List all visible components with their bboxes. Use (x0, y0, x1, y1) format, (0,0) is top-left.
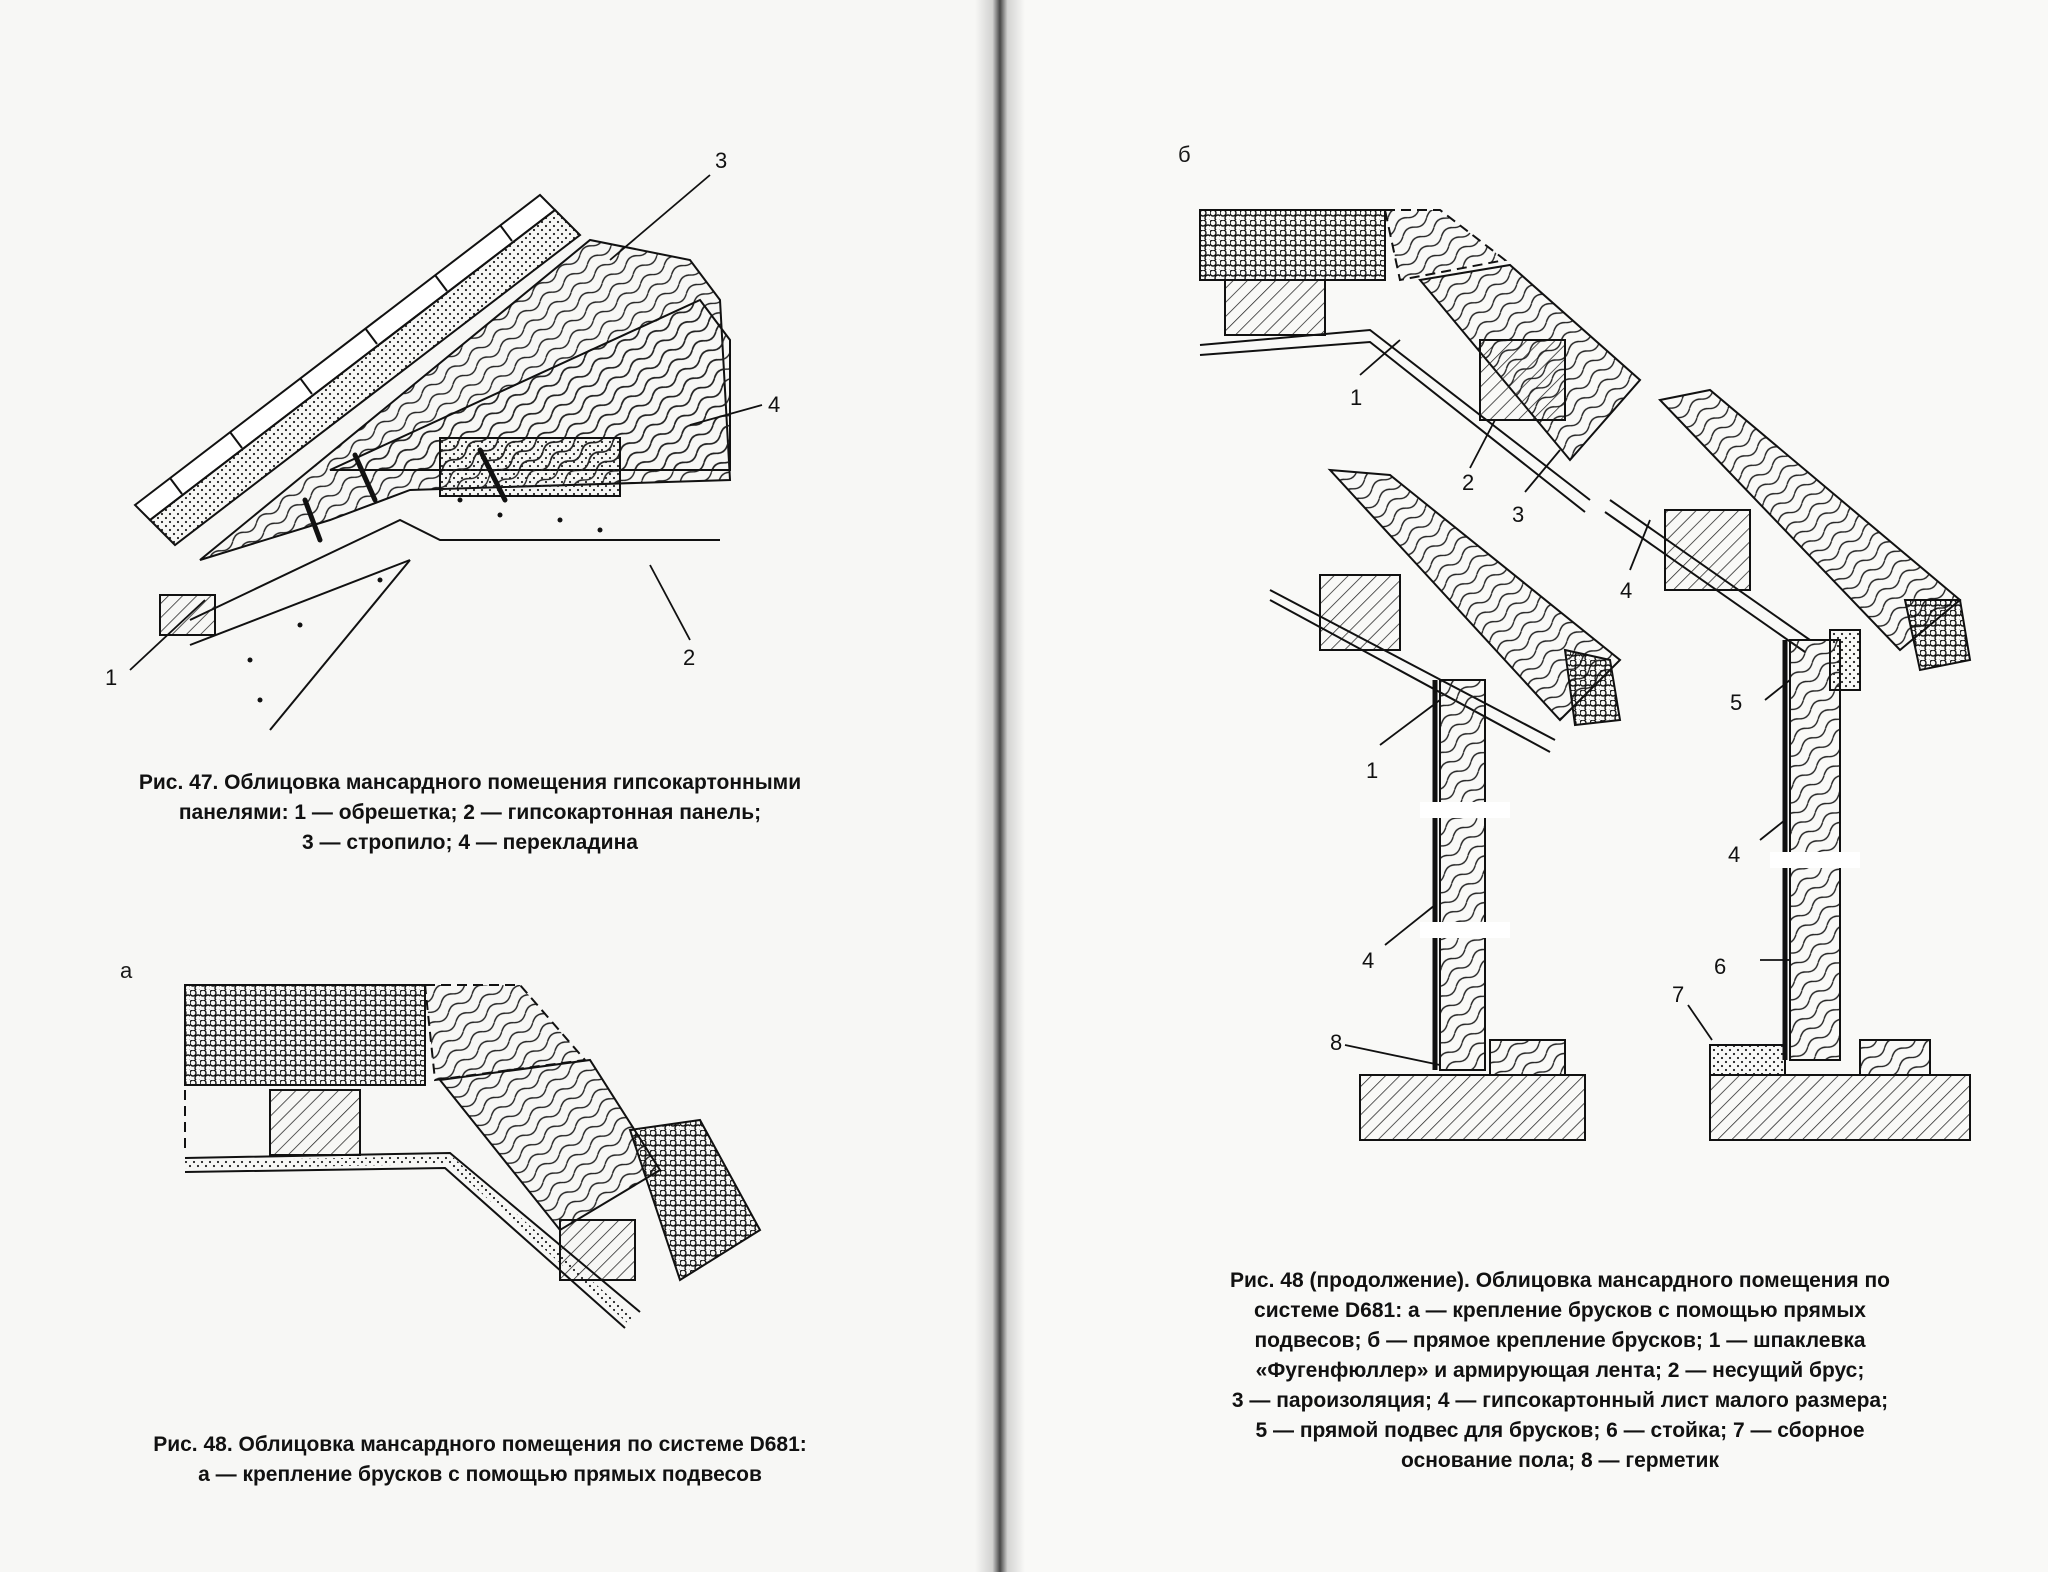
fig47-label-2: 2 (683, 645, 695, 670)
right-page (1000, 0, 2048, 1572)
fig48b-label-8: 8 (1330, 1030, 1342, 1055)
fig48b-label-4-top: 4 (1620, 578, 1632, 603)
fig48b-label-6: 6 (1714, 954, 1726, 979)
fig48b-label-5: 5 (1730, 690, 1742, 715)
fig47-label-1: 1 (105, 665, 117, 690)
caption-line: Рис. 48. Облицовка мансардного помещения… (153, 1433, 807, 1456)
fig48b-label-7: 7 (1672, 982, 1684, 1007)
figure-48a-drawing (184, 984, 762, 1329)
figure-48b-drawing: 1 2 3 4 1 4 8 5 4 6 7 (1199, 209, 1972, 1141)
fig48b-label-1-left: 1 (1366, 758, 1378, 783)
book-gutter (975, 0, 1025, 1572)
caption-line: 3 — стропило; 4 — перекладина (302, 831, 638, 854)
figure-47-roof-drawing: 3 4 2 1 (105, 148, 780, 731)
fig48a-sublabel: а (120, 958, 133, 983)
fig48b-label-4-right: 4 (1728, 842, 1740, 867)
caption-line: 5 — прямой подвес для брусков; 6 — стойк… (1255, 1419, 1865, 1442)
caption-line: Рис. 48 (продолжение). Облицовка мансард… (1230, 1269, 1890, 1292)
fig48b-label-4-left: 4 (1362, 948, 1374, 973)
caption-line: а — крепление брусков с помощью прямых п… (198, 1463, 762, 1486)
fig48b-sublabel: б (1178, 142, 1191, 167)
caption-line: панелями: 1 — обрешетка; 2 — гипсокартон… (178, 801, 762, 824)
figure-48a-caption: Рис. 48. Облицовка мансардного помещения… (60, 1430, 900, 1490)
caption-line: 3 — пароизоляция; 4 — гипсокартонный лис… (1231, 1389, 1889, 1412)
fig48b-label-2: 2 (1462, 470, 1474, 495)
figure-48b-caption: Рис. 48 (продолжение). Облицовка мансард… (1140, 1266, 1980, 1476)
figure-47-caption: Рис. 47. Облицовка мансардного помещения… (50, 768, 890, 858)
fig47-label-4: 4 (768, 392, 780, 417)
fig48b-label-3: 3 (1512, 502, 1524, 527)
fig47-label-3: 3 (715, 148, 727, 173)
caption-line: «Фугенфюллер» и армирующая лента; 2 — не… (1255, 1359, 1865, 1382)
caption-line: основание пола; 8 — герметик (1401, 1449, 1719, 1472)
caption-line: Рис. 47. Облицовка мансардного помещения… (138, 771, 802, 794)
caption-line: подвесов; б — прямое крепление брусков; … (1254, 1329, 1866, 1352)
caption-line: системе D681: а — крепление брусков с по… (1254, 1299, 1866, 1322)
fig48b-label-1-top: 1 (1350, 385, 1362, 410)
